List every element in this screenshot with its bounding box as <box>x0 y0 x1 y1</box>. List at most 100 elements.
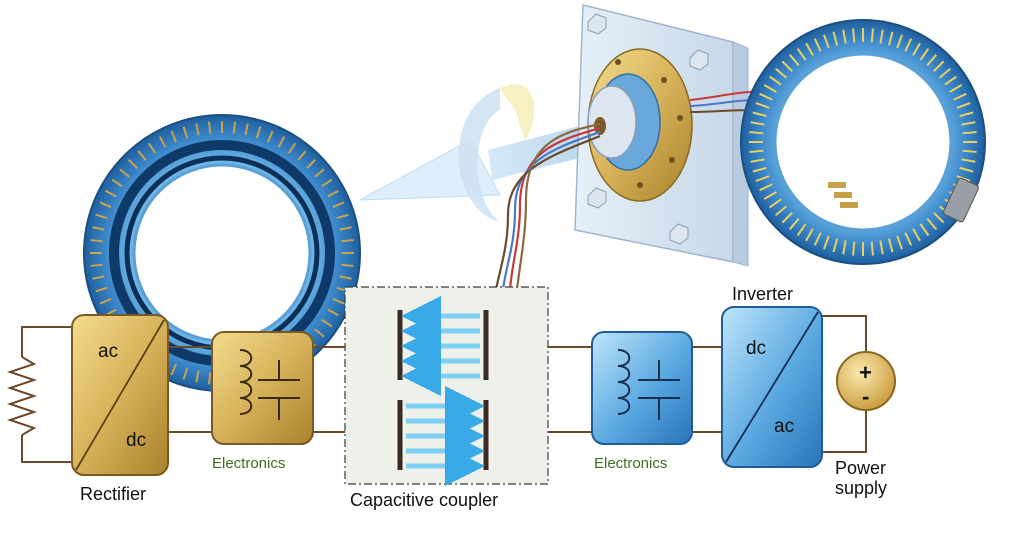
ring-tick <box>255 126 262 139</box>
ring-tick <box>796 223 807 236</box>
ring-tick <box>961 121 976 126</box>
inverter-ac-label: ac <box>774 416 794 437</box>
ring-tick <box>912 228 921 242</box>
ring-tick <box>752 166 767 173</box>
ring-tick <box>959 111 974 118</box>
ring-tick <box>244 123 249 136</box>
ring-tick <box>938 67 951 79</box>
ring-tick <box>949 84 963 93</box>
ring-tick <box>749 131 764 135</box>
inductor-icon <box>239 349 253 415</box>
ring-tick <box>95 286 108 293</box>
ring-tick <box>170 363 178 376</box>
ring-tick <box>332 297 345 305</box>
ring-tick <box>788 217 800 230</box>
ring-tick <box>158 136 167 148</box>
inverter-dc-label: dc <box>746 338 766 359</box>
ring-tick <box>90 263 103 267</box>
ring-tick <box>755 175 770 182</box>
ring-tick <box>769 75 782 86</box>
capacitor-icon-right <box>638 360 680 420</box>
ring-tick <box>277 136 286 148</box>
ring-tick <box>887 31 894 46</box>
ring-tick <box>127 158 138 169</box>
ring-tick <box>759 92 773 101</box>
power-supply-battery-icon: + - <box>836 351 896 411</box>
ring-tick <box>208 372 212 385</box>
ring-tick <box>321 178 333 188</box>
ring-tick <box>832 238 839 253</box>
ring-tick <box>137 150 147 161</box>
field-lines-top <box>401 296 480 396</box>
ring-tick <box>813 38 822 52</box>
ring-tick <box>99 201 112 209</box>
ring-tick <box>813 232 822 246</box>
electronics-right-label: Electronics <box>594 455 667 472</box>
ring-tick <box>775 67 788 79</box>
capacitive-coupler-label: Capacitive coupler <box>350 490 498 510</box>
ring-tick <box>306 158 317 169</box>
ring-tick <box>842 240 847 255</box>
capacitive-coupler-box <box>344 286 549 486</box>
ring-tick <box>182 126 189 139</box>
ring-tick <box>912 42 921 56</box>
ring-tick <box>297 150 307 161</box>
ring-tick <box>769 198 782 209</box>
slip-ring-icon <box>587 48 693 202</box>
ring-tick <box>823 235 830 250</box>
rectifier-label: Rectifier <box>80 484 146 504</box>
ring-tick <box>959 166 974 173</box>
ring-tick <box>933 60 945 72</box>
right-stator-ring <box>740 19 986 265</box>
battery-minus: - <box>862 384 869 409</box>
ring-tick <box>749 149 764 153</box>
ring-tick <box>339 226 352 231</box>
inverter-label: Inverter <box>732 284 793 304</box>
ring-tick <box>953 92 967 101</box>
electronics-right-box <box>591 331 693 445</box>
ring-tick <box>842 29 847 44</box>
electronics-left-label: Electronics <box>212 455 285 472</box>
ring-tick <box>182 367 189 380</box>
ring-tick <box>904 232 913 246</box>
right-ring-ticks <box>749 28 977 256</box>
ring-tick <box>919 223 930 236</box>
ring-tick <box>752 111 767 118</box>
rectifier-dc-label: dc <box>126 430 146 451</box>
ring-tick <box>95 213 108 220</box>
inverter-box: dc ac <box>721 306 823 468</box>
ring-tick <box>944 75 957 86</box>
ring-tick <box>92 226 105 231</box>
ring-tick <box>879 240 884 255</box>
ring-tick <box>111 178 123 188</box>
ring-tick <box>105 189 117 198</box>
ring-tick <box>796 48 807 61</box>
inductor-icon-right <box>617 349 631 415</box>
ring-tick <box>852 241 856 256</box>
ring-tick <box>341 239 354 243</box>
ring-tick <box>287 142 297 154</box>
ring-tick <box>805 42 814 56</box>
ring-tick <box>904 38 913 52</box>
ring-tick <box>956 102 971 109</box>
ring-tick <box>755 102 770 109</box>
power-supply-label-line2: supply <box>835 478 887 498</box>
resistor-icon <box>6 356 38 436</box>
ring-tick <box>266 130 274 143</box>
ring-tick <box>961 158 976 163</box>
ring-tick <box>92 275 105 280</box>
ring-tick <box>887 238 894 253</box>
power-supply-label-line1: Power <box>835 458 886 478</box>
slip-ring-wires <box>494 122 601 291</box>
ring-tick <box>750 158 765 163</box>
ring-tick <box>781 212 793 224</box>
ring-tick <box>781 60 793 72</box>
ring-tick <box>870 28 874 43</box>
ring-tick <box>147 142 157 154</box>
rectifier-box: ac dc <box>71 314 169 476</box>
rotation-arrow-icon <box>359 84 612 222</box>
ring-tick <box>926 54 938 67</box>
ring-tick <box>327 308 339 317</box>
ring-tick <box>232 121 236 134</box>
